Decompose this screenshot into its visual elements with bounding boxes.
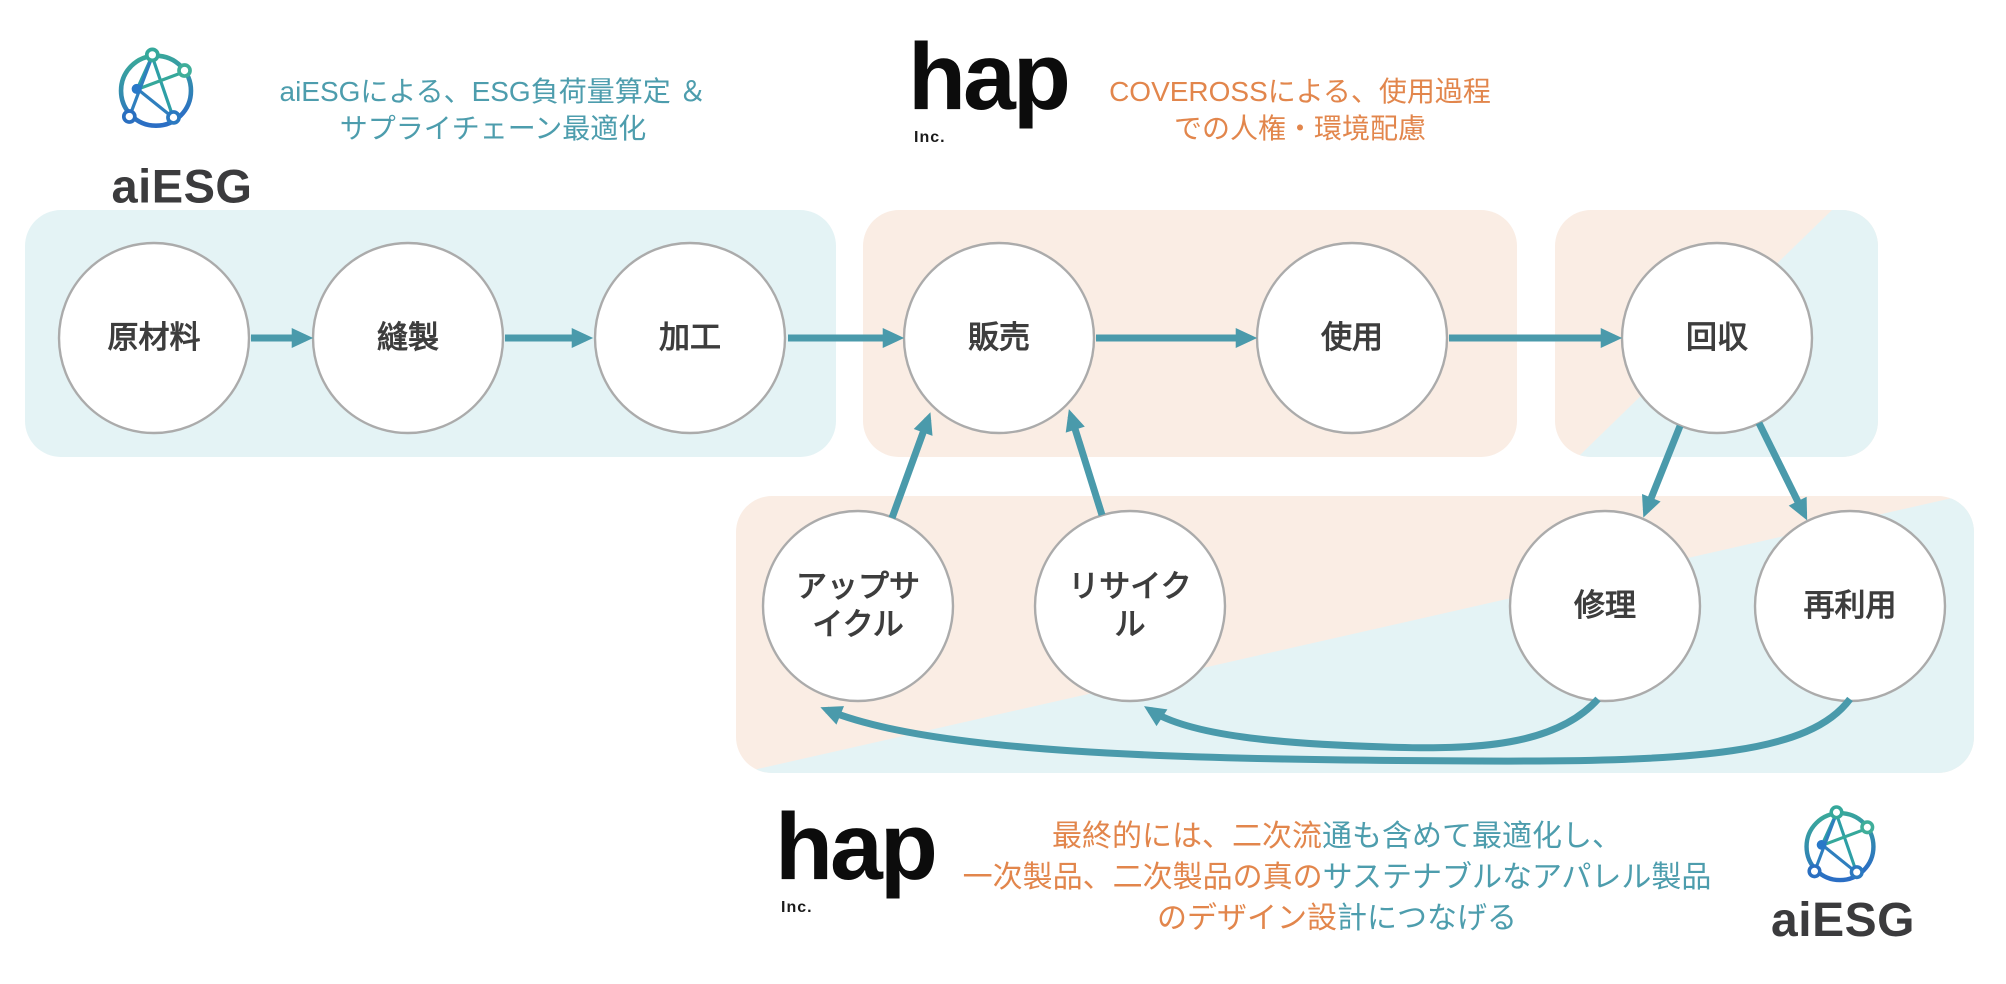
node-circle-raw-materials (57, 241, 251, 435)
flow-arrow-recycle-sales (1065, 409, 1106, 517)
aiesg-logo-icon-top (121, 49, 191, 125)
note-final-goal-line3-teal: 計につなげる (1337, 902, 1517, 935)
note-aiesg-scope-line1: aiESGによる、ESG負荷量算定 ＆ (279, 76, 707, 107)
note-final-goal-line2-orange: 一次製品、二次製品の真の (962, 861, 1323, 894)
node-use: 使用 (1321, 320, 1383, 355)
node-upcycle: アップサ イクル (796, 569, 920, 642)
node-circle-upcycle (761, 509, 955, 703)
note-final-goal: 最終的には、二次流通も含めて最適化し、 一次製品、二次製品の真のサステナブルなア… (963, 816, 1712, 939)
flow-arrow-repair-recycle (1144, 696, 1601, 752)
node-processing: 加工 (659, 320, 721, 355)
flow-arrow-collection-reuse (1755, 421, 1808, 521)
note-coveross-scope-line2: での人権・環境配慮 (1173, 113, 1426, 144)
node-circle-recycle (1033, 509, 1227, 703)
node-sales: 販売 (968, 320, 1030, 355)
aiesg-wordmark-bottom: aiESG (1771, 894, 1915, 947)
node-recycle: リサイク ル (1068, 569, 1192, 642)
node-circle-repair (1508, 509, 1702, 703)
aiesg-logo-icon-bottom (1807, 807, 1874, 880)
flow-arrow-reuse-upcycle (820, 696, 1853, 765)
note-final-goal-line2: 一次製品、二次製品の真のサステナブルなアパレル製品 (963, 857, 1712, 898)
note-aiesg-scope-line2: サプライチェーン最適化 (339, 113, 647, 144)
note-final-goal-line1: 最終的には、二次流通も含めて最適化し、 (963, 816, 1712, 857)
note-final-goal-line1-orange: 最終的には、二次流 (1052, 820, 1322, 853)
flow-arrow-collection-repair (1642, 424, 1684, 518)
hap-wordmark-bottom: hap (775, 794, 938, 900)
hap-wordmark-top: hap (908, 24, 1071, 130)
note-final-goal-line2-teal: サステナブルなアパレル製品 (1322, 861, 1712, 894)
note-coveross-scope: COVEROSSによる、使用過程 での人権・環境配慮 (1109, 73, 1491, 147)
note-final-goal-line3-orange: のデザイン設 (1157, 902, 1337, 935)
hap-inc-suffix-top: Inc. (914, 129, 946, 146)
flow-arrow-upcycle-sales (888, 412, 933, 520)
node-collection: 回収 (1686, 320, 1748, 355)
node-reuse: 再利用 (1803, 588, 1897, 623)
note-final-goal-line1-teal: 通も含めて最適化し、 (1322, 820, 1622, 853)
node-raw-materials: 原材料 (107, 320, 201, 355)
hap-inc-suffix-bottom: Inc. (781, 899, 813, 916)
node-repair: 修理 (1574, 588, 1636, 623)
aiesg-wordmark-top: aiESG (111, 159, 253, 213)
note-coveross-scope-line1: COVEROSSによる、使用過程 (1109, 76, 1491, 107)
note-aiesg-scope: aiESGによる、ESG負荷量算定 ＆ サプライチェーン最適化 (280, 73, 707, 147)
node-sewing: 縫製 (377, 320, 439, 355)
note-final-goal-line3: のデザイン設計につなげる (963, 898, 1712, 939)
node-circle-processing (593, 241, 787, 435)
